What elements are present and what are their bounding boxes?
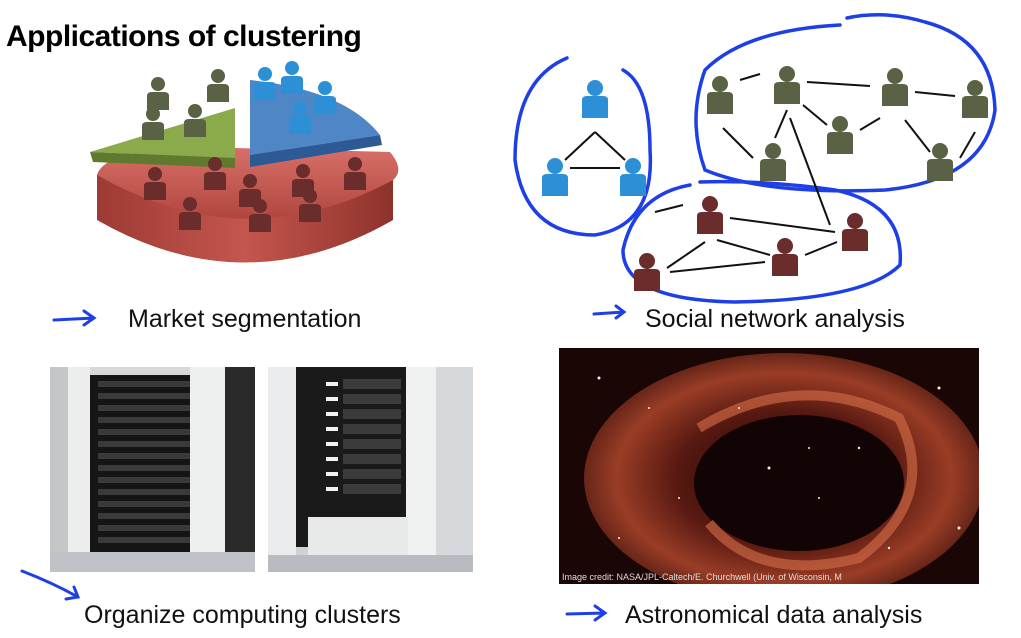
caption-social-network-analysis: Social network analysis	[645, 305, 905, 333]
slide-title: Applications of clustering	[6, 20, 362, 53]
pie-blue-slice	[250, 80, 380, 155]
image-credit: Image credit: NASA/JPL-Caltech/E. Church…	[562, 572, 842, 582]
caption-astronomical-data-analysis: Astronomical data analysis	[625, 601, 923, 629]
astronomical-nebula-image	[559, 348, 979, 584]
handwritten-arrow-icon	[20, 569, 81, 601]
handwritten-arrow-icon	[52, 309, 97, 327]
server-rack-photo-1	[50, 367, 255, 572]
server-rack-photo-2	[268, 367, 473, 572]
cluster-outlines	[513, 13, 997, 304]
handwritten-arrow-icon	[565, 604, 608, 622]
social-network-illustration	[513, 13, 997, 304]
caption-organize-computing-clusters: Organize computing clusters	[84, 601, 401, 629]
market-segmentation-pie-illustration	[90, 61, 399, 263]
network-edges	[564, 73, 976, 273]
handwritten-arrow-icon	[592, 304, 627, 320]
caption-market-segmentation: Market segmentation	[128, 305, 362, 333]
